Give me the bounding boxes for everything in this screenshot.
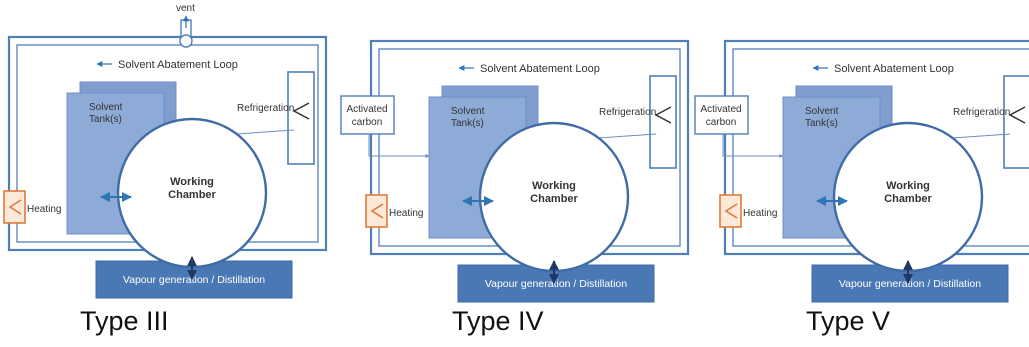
loop-label: Solvent Abatement Loop — [834, 63, 954, 75]
carbon-label-line1: Activated — [346, 104, 387, 115]
panel-caption-type-v: Type V — [806, 306, 891, 336]
heating-label: Heating — [27, 204, 61, 215]
refrigeration-label: Refrigeration — [237, 103, 294, 114]
panel-caption-type-iii: Type III — [80, 306, 169, 336]
carbon-label-line2: carbon — [706, 117, 737, 128]
refrigeration-coil-icon — [654, 106, 672, 124]
refrigeration-coil-icon — [292, 102, 310, 120]
vent-valve-icon — [179, 34, 193, 48]
panel-caption-type-iv: Type IV — [452, 306, 544, 336]
activated-carbon-box — [694, 95, 749, 135]
refrigeration-unit — [1003, 75, 1029, 169]
refrigeration-coil-icon — [1008, 106, 1026, 124]
heater-coil-icon — [8, 199, 22, 215]
base-label: Vapour generation / Distillation — [123, 274, 265, 286]
panel-3: Solvent Abatement Loop ventSolventTank(s)… — [3, 3, 328, 299]
tank-label-line2: Tank(s) — [89, 114, 122, 125]
refrigeration-unit — [649, 75, 677, 169]
tank-label-line1: Solvent — [451, 106, 485, 117]
heater-coil-icon — [370, 203, 384, 219]
loop-label: Solvent Abatement Loop — [480, 63, 600, 75]
carbon-flow-arrow — [722, 134, 784, 158]
base-label: Vapour generation / Distillation — [839, 278, 981, 290]
activated-carbon-box — [340, 95, 395, 135]
heating-label: Heating — [743, 208, 777, 219]
chamber-label-line1: Working — [886, 180, 930, 192]
carbon-label-line1: Activated — [700, 104, 741, 115]
chamber-label-line2: Chamber — [168, 189, 216, 201]
tank-label-line1: Solvent — [805, 106, 839, 117]
loop-label: Solvent Abatement Loop — [118, 59, 238, 71]
chamber-label-line2: Chamber — [530, 193, 578, 205]
carbon-flow-arrow — [368, 134, 430, 158]
tank-label-line2: Tank(s) — [451, 118, 484, 129]
refrigeration-unit — [287, 71, 315, 165]
refrigeration-label: Refrigeration — [599, 107, 656, 118]
heater-box — [365, 194, 388, 228]
heater-box — [3, 190, 26, 224]
chamber-label-line1: Working — [170, 176, 214, 188]
chamber-label-line1: Working — [532, 180, 576, 192]
base-label: Vapour generation / Distillation — [485, 278, 627, 290]
tank-label-line2: Tank(s) — [805, 118, 838, 129]
heater-coil-icon — [724, 203, 738, 219]
chamber-label-line2: Chamber — [884, 193, 932, 205]
carbon-label-line2: carbon — [352, 117, 383, 128]
vent-label: vent — [176, 3, 195, 14]
heating-label: Heating — [389, 208, 423, 219]
tank-label-line1: Solvent — [89, 102, 123, 113]
heater-box — [719, 194, 742, 228]
refrigeration-label: Refrigeration — [953, 107, 1010, 118]
